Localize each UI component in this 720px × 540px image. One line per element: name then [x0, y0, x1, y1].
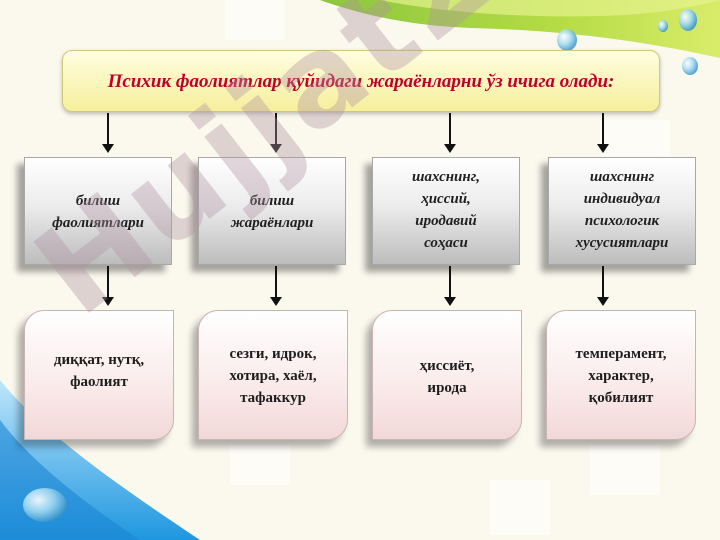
category-box-3: шахснинг, ҳиссий, иродавий соҳаси [372, 157, 520, 265]
category-3-text: шахснинг, ҳиссий, иродавий соҳаси [408, 158, 484, 264]
example-1-text: диққат, нутқ, фаолият [54, 311, 144, 439]
category-2-line-1: билиш [249, 193, 295, 209]
bg-tile [490, 480, 550, 535]
category-4-line-4: хусусиятлари [575, 235, 669, 251]
example-2-line-1: сезги, идрок, [229, 346, 317, 362]
category-3-line-3: иродавий [415, 213, 477, 229]
category-1-text: билиш фаолиятлари [48, 158, 148, 264]
arrow-down-3 [444, 113, 456, 153]
example-3-text: ҳиссиёт, ирода [420, 311, 475, 439]
example-3-line-2: ирода [427, 380, 467, 396]
category-box-1: билиш фаолиятлари [24, 157, 172, 265]
category-3-line-1: шахснинг, [411, 169, 481, 185]
category-1-line-1: билиш [75, 193, 121, 209]
arrow-down-2 [270, 113, 282, 153]
example-4-line-2: характер, [588, 368, 654, 384]
example-box-4: темперамент, характер, қобилият [546, 310, 696, 440]
category-box-2: билиш жараёнлари [198, 157, 346, 265]
diagram-title-box: Психик фаолиятлар қуйидаги жараёнларни ў… [62, 50, 660, 112]
category-2-line-2: жараёнлари [230, 215, 314, 231]
arrow-down-8 [597, 266, 609, 306]
example-2-text: сезги, идрок, хотира, хаёл, тафаккур [229, 311, 316, 439]
arrow-down-4 [597, 113, 609, 153]
category-box-4: шахснинг индивидуал психологик хусусиятл… [548, 157, 696, 265]
arrow-down-1 [102, 113, 114, 153]
bg-tile [230, 445, 290, 485]
arrow-down-5 [102, 266, 114, 306]
category-1-line-2: фаолиятлари [52, 215, 144, 231]
example-box-1: диққат, нутқ, фаолият [24, 310, 174, 440]
example-1-line-1: диққат, нутқ, [53, 352, 145, 368]
bg-tile [590, 445, 660, 495]
example-4-text: темперамент, характер, қобилият [576, 311, 667, 439]
arrow-down-6 [270, 266, 282, 306]
category-2-text: билиш жараёнлари [227, 158, 318, 264]
category-4-line-1: шахснинг [589, 169, 655, 185]
category-4-text: шахснинг индивидуал психологик хусусиятл… [572, 158, 673, 264]
diagram-title: Психик фаолиятлар қуйидаги жараёнларни ў… [107, 70, 615, 92]
example-3-line-1: ҳиссиёт, [419, 358, 475, 374]
category-4-line-3: психологик [584, 213, 660, 229]
category-3-line-2: ҳиссий, [421, 191, 471, 207]
example-1-line-2: фаолият [70, 374, 128, 390]
arrow-down-7 [444, 266, 456, 306]
example-4-line-3: қобилият [588, 390, 654, 406]
category-4-line-2: индивидуал [583, 191, 661, 207]
example-box-2: сезги, идрок, хотира, хаёл, тафаккур [198, 310, 348, 440]
category-3-line-4: соҳаси [424, 235, 468, 251]
example-2-line-2: хотира, хаёл, [229, 368, 317, 384]
bg-tile [225, 0, 285, 40]
example-4-line-1: темперамент, [575, 346, 667, 362]
example-2-line-3: тафаккур [240, 390, 306, 406]
example-box-3: ҳиссиёт, ирода [372, 310, 522, 440]
